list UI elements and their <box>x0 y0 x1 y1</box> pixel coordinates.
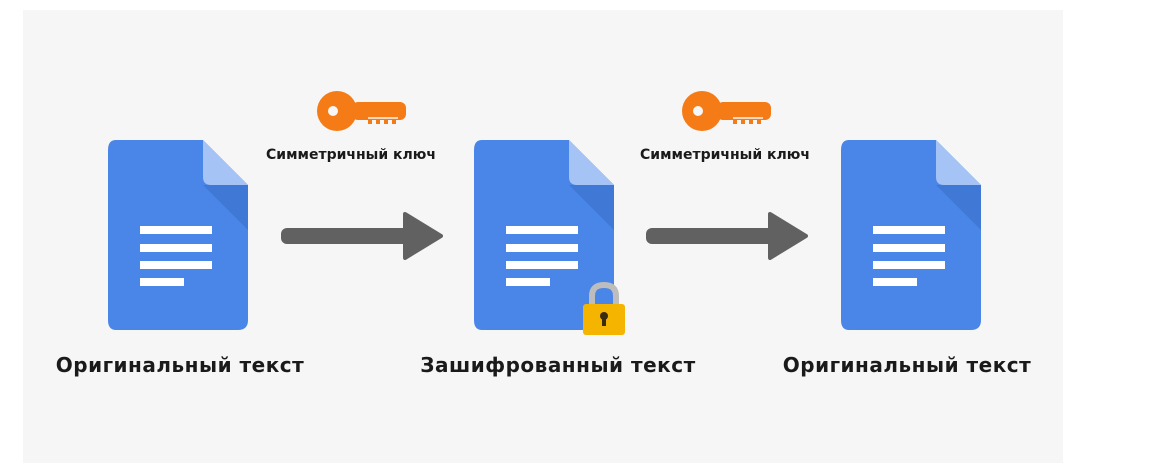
original-document-icon <box>108 140 248 330</box>
key-icon <box>681 88 773 134</box>
original-text-caption-2: Оригинальный текст <box>782 353 1032 377</box>
key-label-2: Симметричный ключ <box>639 147 811 163</box>
arrow-right-icon <box>646 212 808 260</box>
lock-icon <box>582 282 626 336</box>
original-text-caption-1: Оригинальный текст <box>55 353 305 377</box>
key-label-1: Симметричный ключ <box>265 147 437 163</box>
decrypted-document-icon <box>841 140 981 330</box>
arrow-right-icon <box>281 212 443 260</box>
key-icon <box>316 88 408 134</box>
encrypted-document-icon <box>474 140 614 330</box>
encrypted-text-caption: Зашифрованный текст <box>420 353 696 377</box>
